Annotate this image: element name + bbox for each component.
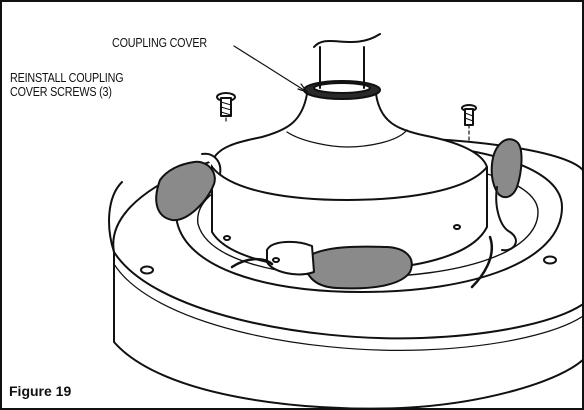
connector-left [155,160,216,222]
callout-coupling-cover: COUPLING COVER [112,36,207,50]
coupling-cover-dome [211,85,488,271]
leader-coupling-cover [233,45,308,93]
connector-right [490,138,523,199]
figure-number: Figure 19 [9,383,72,399]
screw-left [216,92,236,125]
screw-right [461,104,477,141]
callout-reinstall-screws: REINSTALL COUPLING COVER SCREWS (3) [10,71,124,99]
callout-line: REINSTALL COUPLING [10,71,124,85]
connector-bottom [304,245,413,290]
callout-line: COVER SCREWS (3) [10,85,112,99]
downrod [319,46,365,89]
